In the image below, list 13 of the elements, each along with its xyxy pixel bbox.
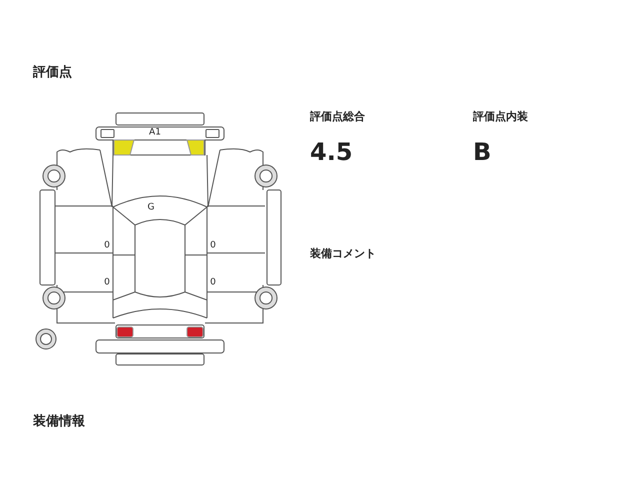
section-label: 装備コメント: [310, 248, 376, 259]
damage-code: 0: [104, 242, 110, 250]
score-value: 4.5: [310, 140, 353, 164]
damage-code: G: [148, 204, 154, 212]
score-label: 評価点内装: [473, 111, 528, 122]
score-value: B: [473, 140, 492, 164]
score-label: 評価点総合: [310, 111, 365, 122]
section-heading: 装備情報: [33, 415, 85, 428]
damage-code: A1: [149, 128, 161, 138]
damage-code: 0: [210, 278, 216, 288]
section-heading: 評価点: [33, 66, 72, 79]
damage-code: 0: [210, 242, 216, 250]
damage-code: 0: [104, 278, 110, 288]
